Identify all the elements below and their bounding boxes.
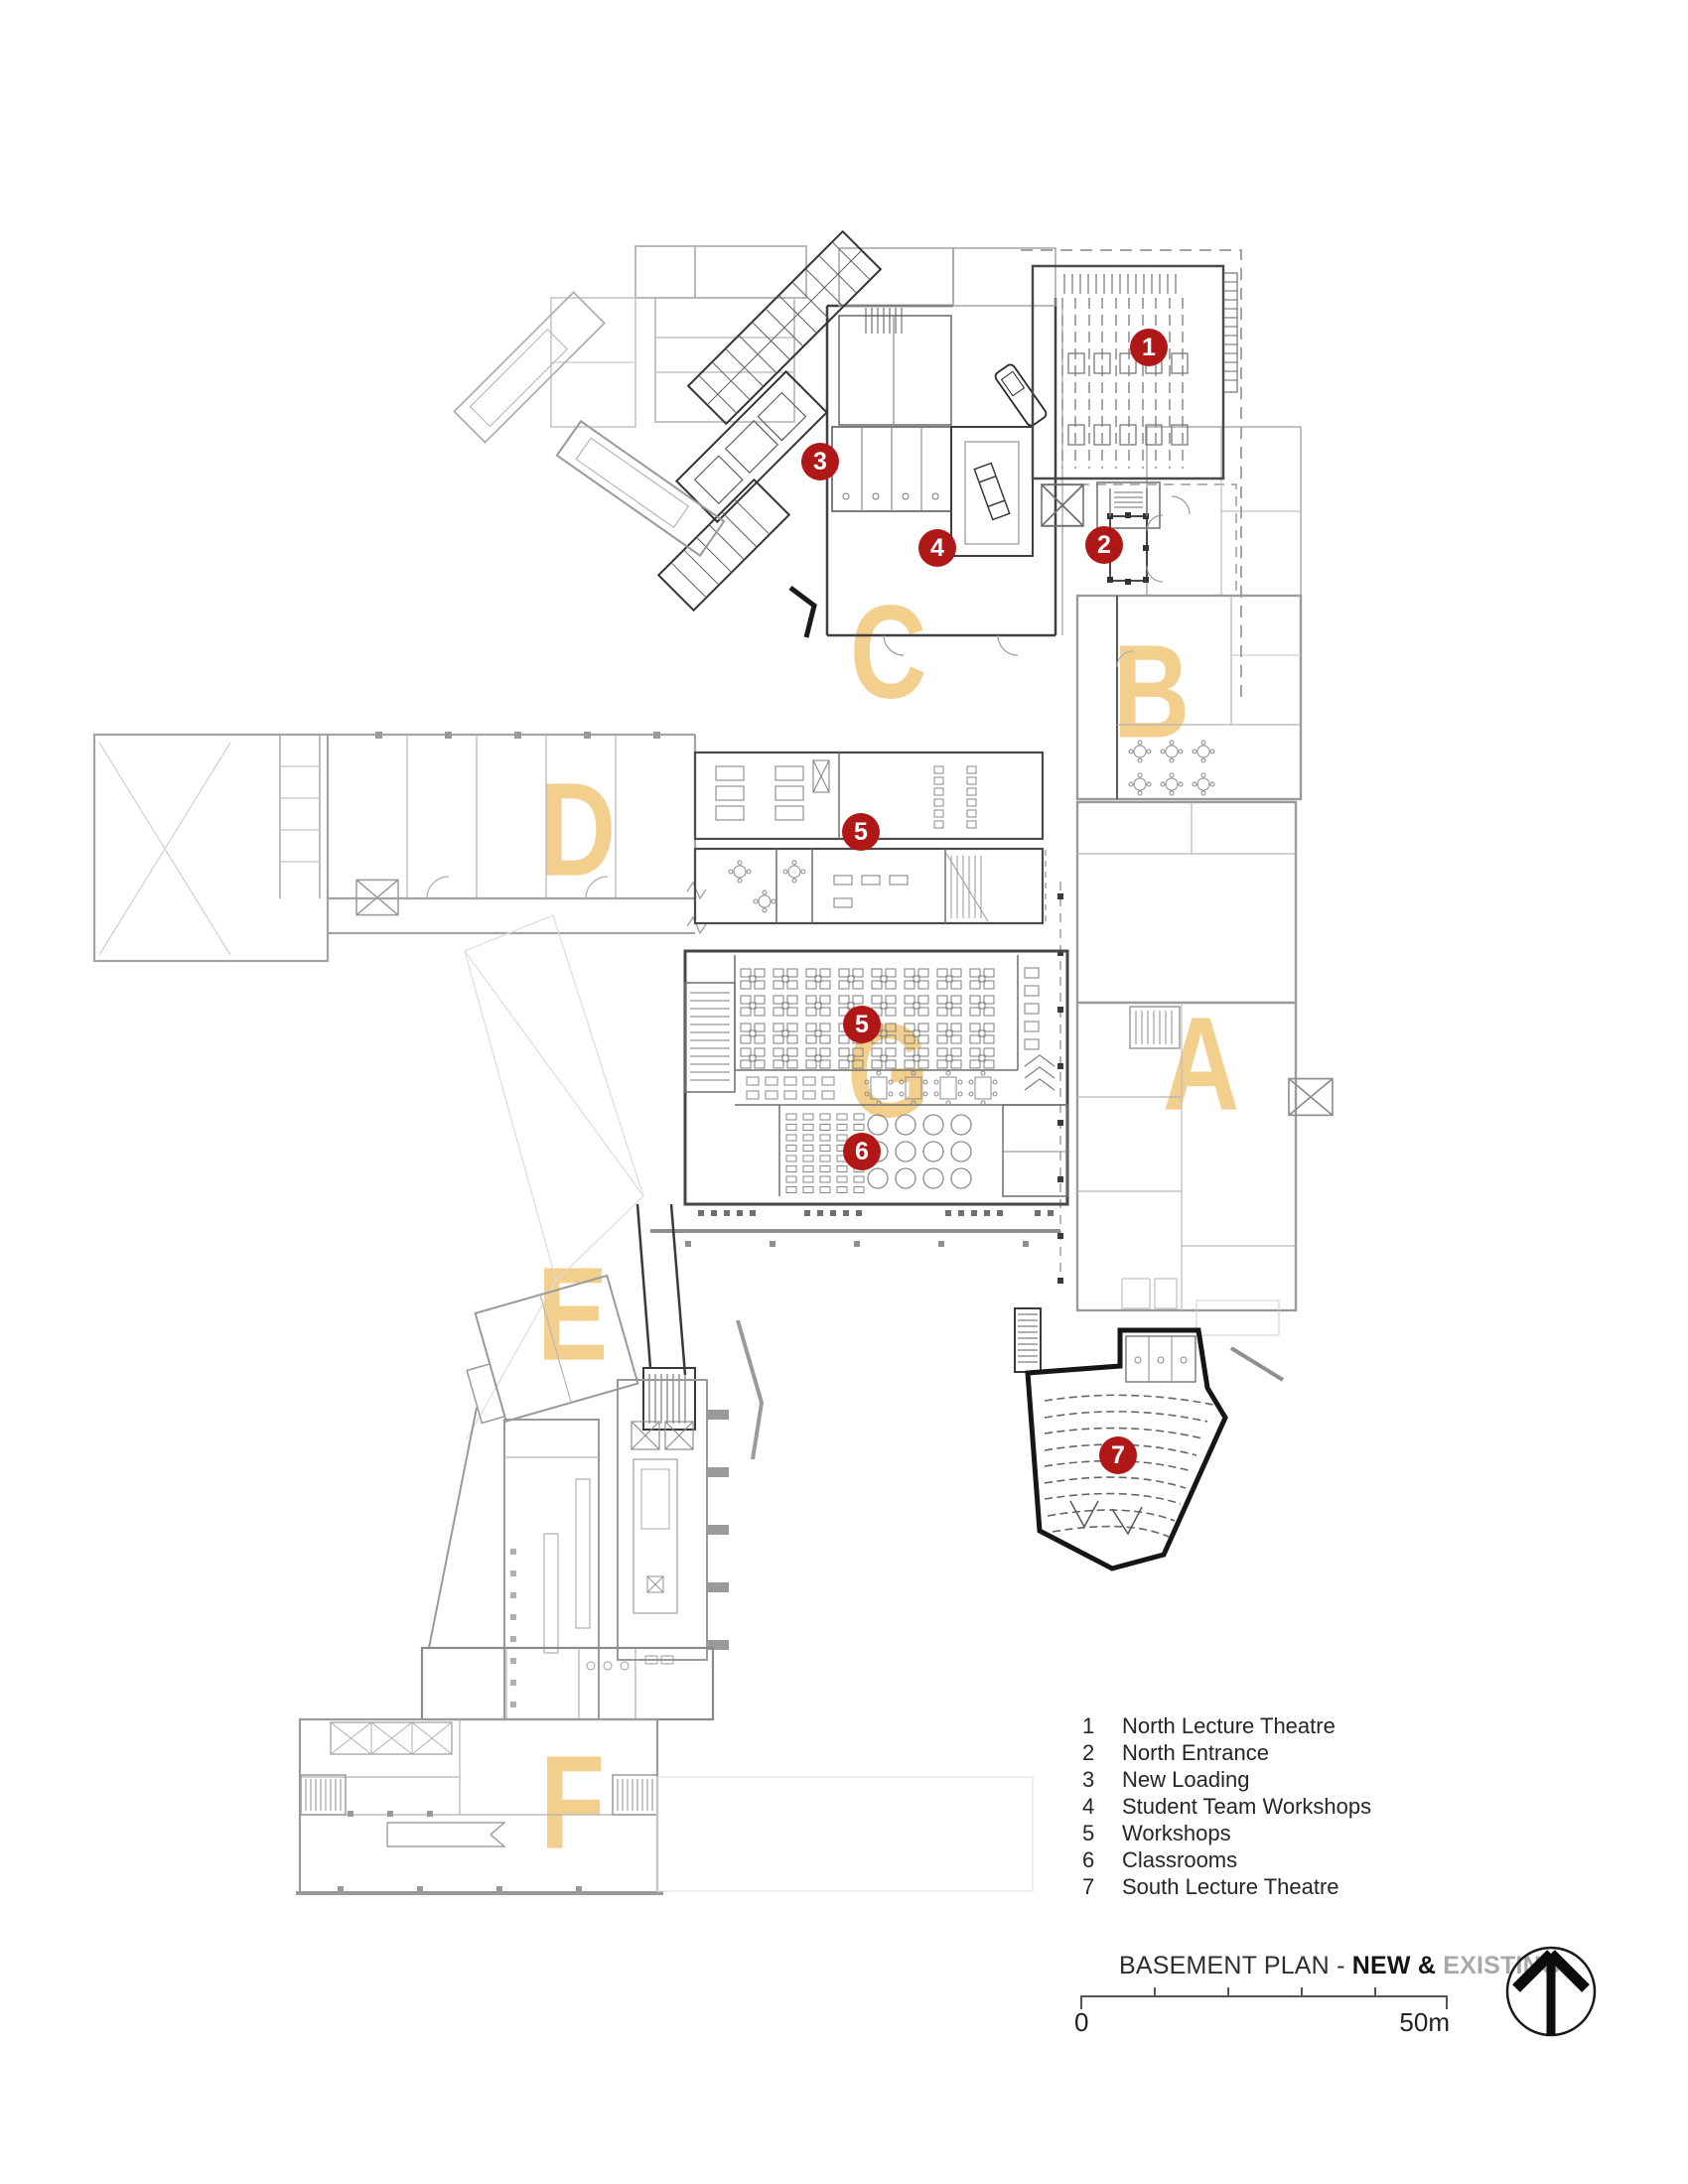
legend-item-number: 7 <box>1082 1874 1095 1899</box>
scale-tick <box>1227 1987 1229 1996</box>
legend-item-label: Student Team Workshops <box>1122 1794 1372 1819</box>
block-letter-d: D <box>538 755 616 904</box>
legend-item-number: 2 <box>1082 1740 1095 1765</box>
legend-item-label: North Lecture Theatre <box>1122 1713 1336 1738</box>
legend-item-4: 4 Student Team Workshops <box>1082 1793 1371 1820</box>
legend-item-label: South Lecture Theatre <box>1122 1874 1339 1899</box>
title-regular: BASEMENT PLAN - <box>1119 1952 1352 1979</box>
legend-item-3: 3 New Loading <box>1082 1766 1371 1793</box>
legend-item-label: North Entrance <box>1122 1740 1269 1765</box>
sheet-title: BASEMENT PLAN - NEW & EXISTING <box>1119 1952 1561 1980</box>
plan-marker-3: 3 <box>801 443 839 480</box>
plan-marker-7: 7 <box>1099 1436 1137 1474</box>
legend-item-label: New Loading <box>1122 1767 1250 1792</box>
legend-item-6: 6 Classrooms <box>1082 1846 1371 1873</box>
plan-marker-5: 5 <box>843 1006 881 1043</box>
legend-item-label: Workshops <box>1122 1821 1231 1845</box>
scale-bar-line <box>1080 1995 1448 1997</box>
plan-marker-5: 5 <box>842 813 880 851</box>
legend-item-number: 4 <box>1082 1794 1095 1819</box>
scale-tick <box>1446 1995 1448 2009</box>
north-arrow-icon <box>1503 1944 1599 2039</box>
plan-marker-6: 6 <box>843 1133 881 1170</box>
legend-item-number: 6 <box>1082 1847 1095 1872</box>
plan-marker-2: 2 <box>1085 526 1123 564</box>
legend-item-1: 1 North Lecture Theatre <box>1082 1712 1371 1739</box>
title-bold: NEW & <box>1351 1952 1437 1979</box>
legend-item-5: 5 Workshops <box>1082 1820 1371 1846</box>
scale-tick <box>1301 1987 1303 1996</box>
legend-item-number: 5 <box>1082 1821 1095 1845</box>
scale-tick <box>1154 1987 1156 1996</box>
scale-bar: 0 50m <box>1074 1985 1450 2045</box>
plan-marker-4: 4 <box>918 529 956 567</box>
legend-item-number: 1 <box>1082 1713 1095 1738</box>
scale-zero-label: 0 <box>1074 2007 1089 2037</box>
scale-tick <box>1080 1995 1082 2009</box>
scale-max-label: 50m <box>1399 2007 1450 2037</box>
scale-tick <box>1374 1987 1376 1996</box>
plan-marker-1: 1 <box>1130 329 1168 366</box>
legend-item-7: 7 South Lecture Theatre <box>1082 1873 1371 1900</box>
legend: 1 North Lecture Theatre 2 North Entrance 3 Ne… <box>1082 1712 1371 1900</box>
legend-item-label: Classrooms <box>1122 1847 1238 1872</box>
legend-item-number: 3 <box>1082 1767 1095 1792</box>
legend-item-2: 2 North Entrance <box>1082 1739 1371 1766</box>
